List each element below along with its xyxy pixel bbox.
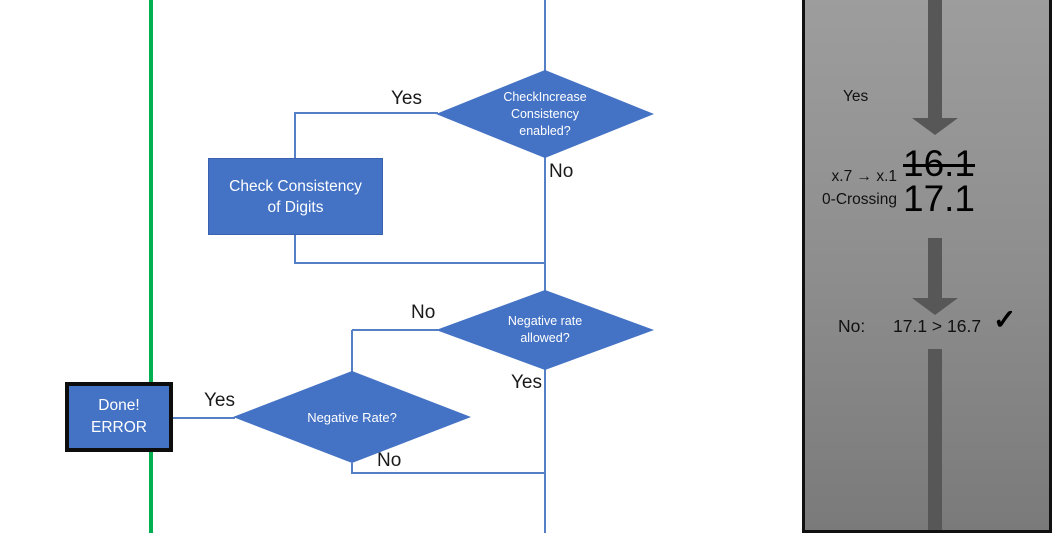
- result-no-label: No:: [838, 316, 866, 336]
- decision-negative-rate: Negative Rate?: [233, 371, 471, 463]
- connector-process-merge: [295, 262, 546, 264]
- connector-yes-branch-1-drop: [294, 112, 296, 160]
- decision-checkincrease-consistency: CheckIncrease Consistency enabled?: [436, 70, 654, 158]
- decision-negative-rate-allowed-label: Negative rate allowed?: [507, 314, 583, 345]
- branch-label-no-1: No: [549, 161, 574, 182]
- connector-no-branch-3-drop: [351, 463, 353, 474]
- connector-process-out: [294, 235, 296, 264]
- green-guide-line: [149, 0, 153, 533]
- connector-no-branch-3-merge: [352, 472, 546, 474]
- decision-negative-rate-allowed: Negative rate allowed?: [436, 290, 654, 370]
- branch-label-yes-3: Yes: [204, 390, 235, 411]
- connector-yes-branch-3: [173, 417, 235, 419]
- rule-line-1: x.7 → x.1: [831, 168, 897, 185]
- terminator-done-error-label: Done! ERROR: [91, 397, 147, 436]
- branch-label-yes-1: Yes: [391, 88, 422, 109]
- branch-label-no-2: No: [411, 302, 436, 323]
- down-arrow-icon: [928, 238, 942, 298]
- connector-no-branch-2: [352, 329, 438, 331]
- decision-negative-rate-label: Negative Rate?: [307, 409, 397, 425]
- connector-no-branch-2-drop: [351, 330, 353, 372]
- panel-yes-label: Yes: [843, 88, 869, 105]
- down-arrow-icon: [928, 0, 942, 118]
- zero-crossing-rule: x.7 → x.1 0-Crossing: [807, 165, 897, 211]
- connector-main-spine: [544, 0, 546, 533]
- decision-checkincrease-label: CheckIncrease Consistency enabled?: [503, 89, 587, 138]
- down-arrow-icon: [912, 298, 958, 315]
- process-check-consistency-of-digits: Check Consistency of Digits: [208, 158, 383, 235]
- old-value: 16.1: [903, 143, 976, 184]
- checkmark-icon: ✓: [993, 304, 1017, 335]
- terminator-done-error: Done! ERROR: [65, 382, 173, 452]
- result-comparison: 17.1 > 16.7: [893, 316, 982, 336]
- down-arrow-icon: [912, 118, 958, 135]
- down-arrow-icon: [928, 349, 942, 530]
- branch-label-no-3: No: [377, 450, 402, 471]
- new-value: 17.1: [903, 178, 976, 219]
- value-comparison: 16.1 17.1: [903, 143, 976, 219]
- branch-label-yes-2: Yes: [511, 372, 542, 393]
- rule-line-2: 0-Crossing: [822, 191, 897, 208]
- process-check-consistency-label: Check Consistency of Digits: [229, 177, 362, 216]
- side-panel: Yes x.7 → x.1 0-Crossing 16.1 17.1 No: 1…: [802, 0, 1052, 533]
- connector-yes-branch-1: [295, 112, 438, 114]
